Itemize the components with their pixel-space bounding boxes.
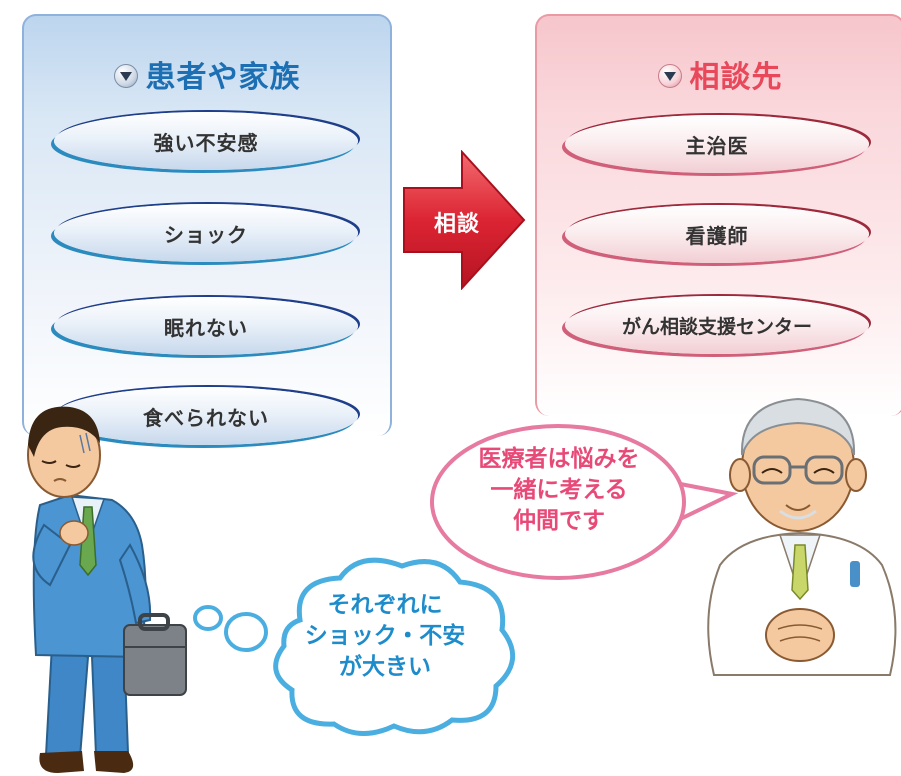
speech-line: 仲間です — [513, 508, 605, 534]
thought-line: ショック・不安 — [304, 623, 466, 649]
consult-arrow-icon — [403, 150, 526, 290]
concern-label: 強い不安感 — [153, 130, 259, 155]
thought-bubble — [193, 557, 516, 737]
contact-pill: 看護師 — [565, 205, 869, 263]
concern-pill: 強い不安感 — [54, 112, 358, 170]
worried-man-illustration — [27, 406, 187, 773]
speech-line: 一緒に考える — [490, 477, 628, 503]
patient-family-title: 患者や家族 — [24, 52, 390, 96]
contact-label: がん相談支援センター — [621, 315, 812, 338]
triangle-down-circle-icon — [113, 63, 138, 88]
thought-line: それぞれに — [327, 592, 443, 618]
concern-pill: 食べられない — [54, 387, 358, 445]
speech-bubble-text: 医療者は悩みを 一緒に考える 仲間です — [448, 444, 670, 537]
concern-label: 眠れない — [164, 315, 248, 340]
doctor-illustration — [707, 397, 897, 676]
thought-line: が大きい — [339, 654, 431, 680]
consult-arrow-label: 相談 — [433, 212, 480, 237]
concern-label: ショック — [164, 222, 248, 247]
consultation-title-text: 相談先 — [689, 60, 783, 95]
concern-pill: ショック — [54, 204, 358, 262]
contact-label: 主治医 — [685, 133, 749, 158]
contact-pill: 主治医 — [565, 115, 869, 173]
consultation-title: 相談先 — [537, 52, 901, 96]
concern-pill: 眠れない — [54, 297, 358, 355]
triangle-down-circle-icon — [657, 63, 682, 88]
thought-bubble-text: それぞれに ショック・不安 が大きい — [300, 590, 470, 683]
speech-line: 医療者は悩みを — [478, 446, 640, 472]
speech-bubble — [430, 424, 739, 580]
contact-label: 看護師 — [685, 223, 749, 248]
patient-family-title-text: 患者や家族 — [145, 60, 301, 95]
concern-label: 食べられない — [143, 405, 269, 430]
contact-pill: がん相談支援センター — [565, 296, 869, 354]
